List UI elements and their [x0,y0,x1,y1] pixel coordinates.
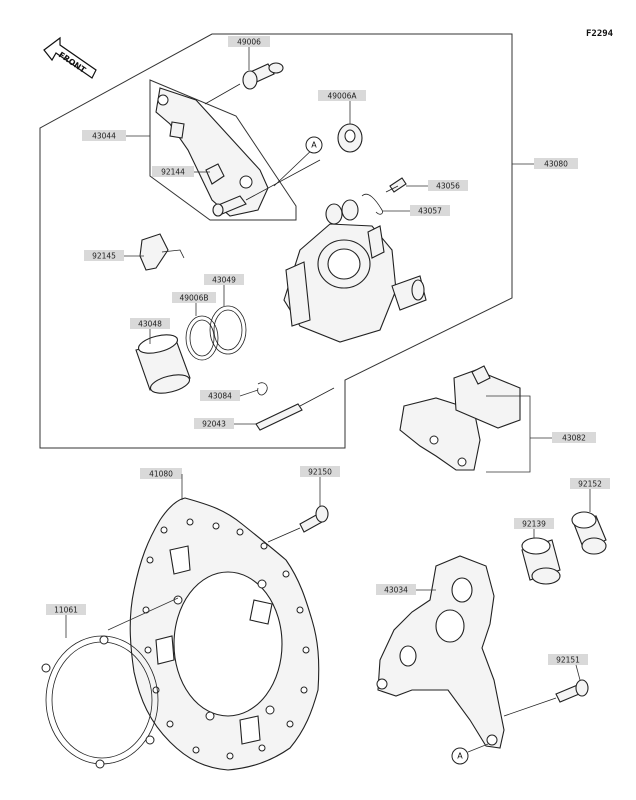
caliper-body [283,199,427,343]
svg-text:49006: 49006 [237,38,261,47]
part-label-92043: 92043 [194,418,256,429]
part-label-43057: 43057 [382,205,450,216]
svg-text:43084: 43084 [208,392,232,401]
pin-clip [257,382,268,396]
svg-text:92152: 92152 [578,480,602,489]
dust-seal [185,315,219,361]
brake-disc [129,497,320,771]
part-label-92139: 92139 [514,518,554,538]
part-label-41080: 41080 [140,468,183,500]
part-label-92145: 92145 [84,250,144,261]
brake-pads [399,365,521,471]
svg-text:A: A [311,141,317,150]
part-label-43048: 43048 [130,318,170,344]
svg-text:92150: 92150 [308,468,332,477]
part-label-92152: 92152 [570,478,610,512]
slide-pin-boot [337,123,363,153]
part-label-11061: 11061 [46,604,86,638]
svg-text:92145: 92145 [92,252,116,261]
svg-text:92144: 92144 [161,168,185,177]
svg-text:43080: 43080 [544,160,568,169]
part-label-49006a: 49006A [318,90,366,124]
svg-text:43034: 43034 [384,586,408,595]
hub-gasket [41,635,159,769]
part-label-92151: 92151 [548,654,588,681]
svg-text:49006B: 49006B [179,294,208,303]
bracket-collar [571,511,607,555]
part-label-43080: 43080 [512,158,578,169]
reference-marker-a-top: A [305,136,323,154]
svg-text:49006A: 49006A [328,92,358,101]
piston-seal [209,305,247,355]
caliper-assembly-frame [39,33,513,449]
part-label-43056: 43056 [406,180,468,191]
caliper-bracket [155,87,269,217]
pad-spring [139,233,185,271]
bracket-bearing [521,537,561,585]
reference-marker-a-bottom: A [451,747,469,765]
svg-text:43044: 43044 [92,132,116,141]
part-label-43044: 43044 [82,130,150,141]
svg-text:41080: 41080 [149,470,173,479]
part-label-92144: 92144 [152,166,210,177]
disc-bolt [267,505,329,543]
svg-text:43056: 43056 [436,182,460,191]
svg-text:43082: 43082 [562,434,586,443]
caliper-piston [135,334,191,394]
front-arrow-icon: FRONT [43,36,97,79]
part-label-49006b: 49006B [172,292,216,316]
svg-text:11061: 11061 [54,606,78,615]
pad-pin [255,387,335,431]
figure-number: F2294 [586,29,614,39]
caliper-mount-bracket [376,555,505,749]
part-label-43084: 43084 [200,389,259,401]
bracket-subframe [149,79,297,221]
part-label-43082: 43082 [486,395,596,473]
bracket-pin [212,145,321,217]
svg-text:A: A [457,752,463,761]
part-label-92150: 92150 [300,466,340,506]
bleed-valve-cap [361,193,383,215]
svg-text:92043: 92043 [202,420,226,429]
svg-text:92139: 92139 [522,520,546,529]
part-label-43049: 43049 [204,274,244,306]
slide-pin [204,62,284,105]
svg-text:43048: 43048 [138,320,162,329]
bleed-valve [385,177,407,193]
bracket-clip [205,163,225,185]
part-label-49006: 49006 [228,36,270,70]
svg-text:43057: 43057 [418,207,442,216]
svg-text:92151: 92151 [556,656,580,665]
svg-text:43049: 43049 [212,276,236,285]
part-label-43034: 43034 [376,584,436,595]
bracket-bolt [503,679,589,717]
